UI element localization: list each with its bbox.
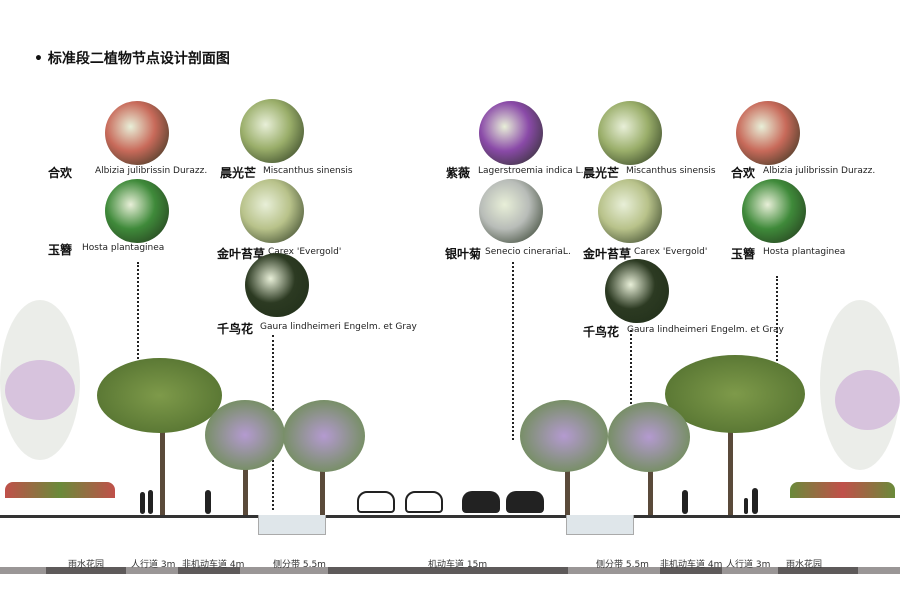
crape-myrtle-tree [608,402,690,472]
section-label-motor-lane: 机动车道 15m [428,560,488,570]
plant-photo [479,179,543,243]
plant-name-cn: 千鸟花 [583,325,620,339]
plant-name-latin: Carex 'Evergold' [268,247,342,257]
plant-photo [598,101,662,165]
page-title: • 标准段二植物节点设计剖面图 [34,51,230,67]
plant-name-cn: 晨光芒 [583,166,620,180]
cyclist [682,490,688,514]
median-strip [258,515,326,535]
plant-name-latin: Lagerstroemia indica L. [478,166,584,176]
plant-name-latin: Miscanthus sinensis [626,166,716,176]
scale-segment [328,567,568,574]
plant-name-latin: Gaura lindheimeri Engelm. et Gray [260,322,417,332]
plant-name-cn: 合欢 [48,166,73,180]
plant-name-cn: 合欢 [731,166,756,180]
leader-line [137,262,139,390]
plant-photo [742,179,806,243]
leader-line [512,262,514,440]
section-label-bike-lane: 非机动车道 4m [660,560,723,570]
scale-segment [660,567,722,574]
albizia-tree [665,355,805,433]
plant-name-latin: Hosta plantaginea [763,247,846,257]
plant-name-cn: 银叶菊 [445,247,482,261]
plant-photo [479,101,543,165]
pedestrian [752,488,758,514]
leader-line [776,276,778,380]
plant-photo [240,99,304,163]
plant-name-latin: Miscanthus sinensis [263,166,353,176]
plant-photo [605,259,669,323]
plant-name-cn: 紫薇 [446,166,471,180]
tree-trunk [728,420,733,515]
pedestrian [744,498,748,514]
background-tree [835,370,900,430]
car [462,491,500,513]
car [357,491,395,513]
plant-photo [240,179,304,243]
plant-name-cn: 金叶苔草 [583,247,632,261]
plant-name-latin: Senecio cinerariaL. [485,247,571,257]
plant-name-latin: Albizia julibrissin Durazz. [95,166,208,176]
cyclist [205,490,211,514]
plant-photo [598,179,662,243]
rain-garden-shrubs [5,482,115,498]
section-label-sidewalk: 人行道 3m [726,560,771,570]
tree-trunk [565,460,570,515]
car [506,491,544,513]
road-surface [0,515,900,518]
plant-photo [736,101,800,165]
plant-photo [105,101,169,165]
plant-name-cn: 晨光芒 [220,166,257,180]
crape-myrtle-tree [520,400,608,472]
tree-trunk [243,460,248,515]
scale-segment [778,567,858,574]
plant-name-cn: 玉簪 [48,243,73,257]
scale-segment [46,567,126,574]
crape-myrtle-tree [205,400,285,470]
section-label-median: 侧分带 5.5m [273,560,326,570]
albizia-tree [97,358,222,433]
pedestrian [140,492,145,514]
rain-garden-shrubs [790,482,895,498]
section-label-median: 侧分带 5.5m [596,560,649,570]
plant-photo [105,179,169,243]
leader-line [630,330,632,440]
section-label-rain-garden: 雨水花园 [68,560,105,570]
background-tree [5,360,75,420]
section-label-rain-garden: 雨水花园 [786,560,823,570]
tree-trunk [320,460,325,515]
scale-segment [178,567,240,574]
plant-name-latin: Gaura lindheimeri Engelm. et Gray [627,325,784,335]
car [405,491,443,513]
section-label-sidewalk: 人行道 3m [131,560,176,570]
median-strip [566,515,634,535]
plant-name-cn: 玉簪 [731,247,756,261]
plant-name-cn: 金叶苔草 [217,247,266,261]
tree-trunk [648,460,653,515]
tree-trunk [160,420,165,515]
plant-name-latin: Albizia julibrissin Durazz. [763,166,876,176]
pedestrian [148,490,153,514]
plant-photo [245,253,309,317]
plant-name-latin: Carex 'Evergold' [634,247,708,257]
crape-myrtle-tree [283,400,365,472]
plant-name-cn: 千鸟花 [217,322,254,336]
section-label-bike-lane: 非机动车道 4m [182,560,245,570]
plant-name-latin: Hosta plantaginea [82,243,165,253]
